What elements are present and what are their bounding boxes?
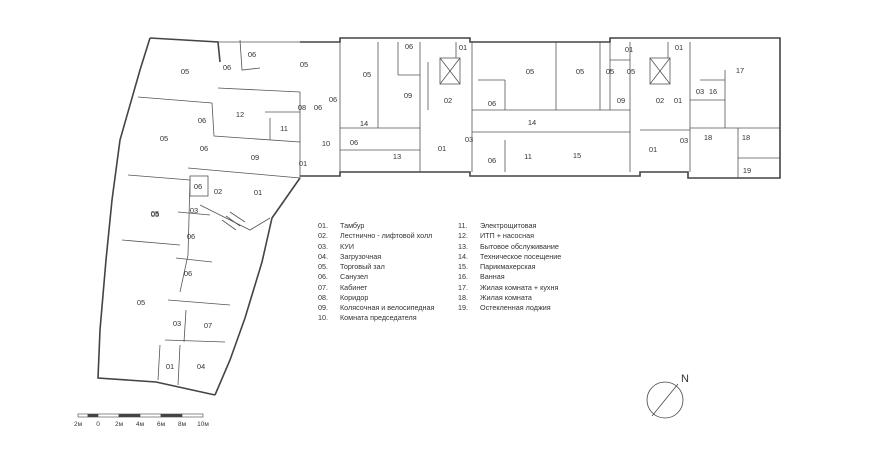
room-labels: 05 06 06 05 08 06 06 12 11 10 01 05 06 0… [137,42,751,371]
room-label: 05 [160,134,168,143]
room-label: 12 [236,110,244,119]
scale-bar: 2м 0 2м 4м 6м 8м 10м [74,413,209,428]
room-label: 09 [404,91,412,100]
west-wing-walls [97,37,340,396]
room-label: 06 [184,269,192,278]
legend-right: 11.Электрощитовая 12.ИТП + насосная 13.Б… [458,221,561,313]
scale-tick: 8м [178,421,187,428]
room-label: 06 [329,95,337,104]
room-label: 17 [736,66,744,75]
room-label: 16 [709,87,717,96]
room-label: 02 [444,96,452,105]
scale-tick: 10м [197,421,209,428]
room-label: 01 [649,145,657,154]
legend-item: 09.Колясочная и велосипедная [318,303,435,312]
legend-item: 15.Парикмахерская [458,262,536,271]
room-label: 02 [656,96,664,105]
scale-tick: 0 [96,421,100,428]
room-label: 05 [300,60,308,69]
room-label: 06 [200,144,208,153]
legend-item: 11.Электрощитовая [458,221,537,230]
legend-item: 07.Кабинет [318,282,368,292]
legend-item: 06.Санузел [318,272,368,282]
room-label: 05 [151,210,159,219]
room-label: 10 [322,139,330,148]
legend-item: 16.Ванная [458,272,505,282]
room-label: 01 [675,43,683,52]
room-label: 05 [526,67,534,76]
room-label: 01 [625,45,633,54]
legend-item: 10.Комната председателя [318,313,417,323]
room-label: 06 [314,103,322,112]
room-label: 03 [190,206,198,215]
room-label: 06 [187,232,195,241]
north-arrow: N [646,373,689,419]
room-label: 03 [696,87,704,96]
room-label: 01 [438,144,446,153]
room-label: 05 [606,67,614,76]
legend-item: 19.Остекленная лоджия [458,303,551,312]
room-label: 05 [181,67,189,76]
room-label: 01 [166,362,174,371]
room-label: 18 [704,133,712,142]
legend-item: 14.Техническое посещение [458,251,562,261]
room-label: 01 [459,43,467,52]
room-label: 06 [223,63,231,72]
room-label: 04 [197,362,205,371]
room-label: 01 [299,159,307,168]
room-label: 11 [524,152,532,161]
room-label: 05 [363,70,371,79]
room-label: 06 [405,42,413,51]
room-label: 18 [742,133,750,142]
legend-left: 01.Тамбур 02.Лестнично - лифтовой холл 0… [318,221,434,324]
room-label: 05 [576,67,584,76]
legend-item: 12.ИТП + насосная [458,231,535,241]
room-label: 14 [360,119,368,128]
legend-item: 02.Лестнично - лифтовой холл [318,231,433,241]
legend-item: 18.Жилая комната [458,292,532,302]
room-label: 06 [194,182,202,191]
room-label: 09 [617,96,625,105]
central-walls [300,37,781,179]
legend-item: 08.Коридор [318,292,369,302]
room-label: 06 [198,116,206,125]
legend-item: 13.Бытовое обслуживание [458,241,559,251]
legend-item: 03.КУИ [318,241,354,251]
room-label: 08 [298,103,306,112]
legend-item: 01.Тамбур [318,221,365,230]
room-label: 06 [488,156,496,165]
room-label: 09 [251,153,259,162]
room-label: 13 [393,152,401,161]
room-label: 03 [465,135,473,144]
room-label: 02 [214,187,222,196]
room-label: 07 [204,321,212,330]
room-label: 15 [573,151,581,160]
room-label: 05 [137,298,145,307]
room-label: 19 [743,166,751,175]
room-label: 01 [674,96,682,105]
north-circle [646,381,684,419]
room-label: 06 [248,50,256,59]
legend-item: 17.Жилая комната + кухня [458,282,559,292]
scale-tick: 2м [74,421,83,428]
legend-item: 05.Торговый зал [318,262,385,271]
room-label: 06 [350,138,358,147]
room-label: 11 [280,124,288,133]
scale-tick: 4м [136,421,145,428]
room-label: 03 [173,319,181,328]
room-label: 01 [254,188,262,197]
room-label: 05 [151,209,159,218]
north-label: N [681,373,689,385]
north-needle [651,383,679,417]
room-label: 05 [627,67,635,76]
scale-tick: 2м [115,421,124,428]
scale-tick: 6м [157,421,166,428]
room-label: 06 [488,99,496,108]
legend-item: 04.Загрузочная [318,251,382,261]
room-label: 14 [528,118,536,127]
room-label: 03 [680,136,688,145]
